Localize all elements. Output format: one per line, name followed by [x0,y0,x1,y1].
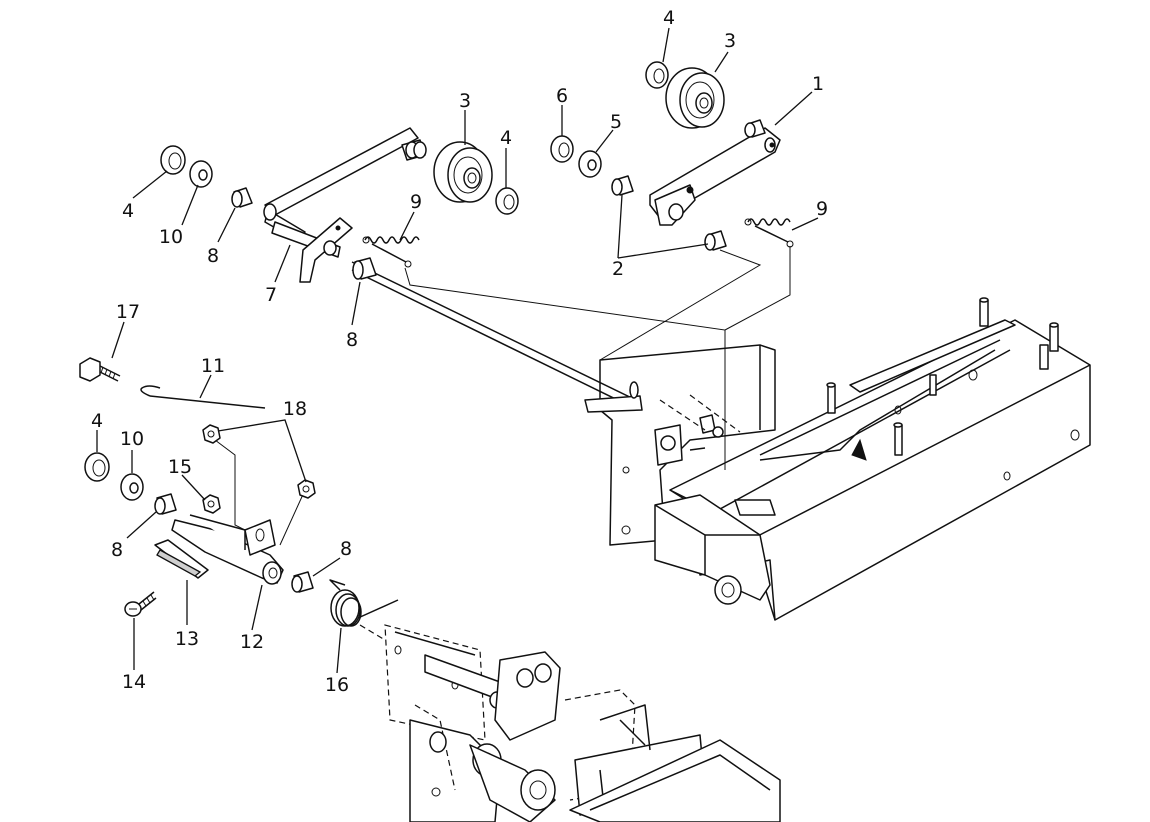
callout-part-8: 8 [346,329,358,351]
tension-springs [362,218,794,268]
callout-part-9: 9 [410,191,422,213]
nuts [202,424,316,514]
callout-part-12: 12 [240,631,264,653]
callout-part-16: 16 [325,674,349,696]
callout-part-3: 3 [459,90,471,112]
torsion-spring-16 [329,579,399,641]
callout-part-4: 4 [663,7,675,29]
lower-bracket-assembly [384,624,781,822]
bushings [154,175,727,593]
callout-part-18: 18 [283,398,307,420]
washers [120,150,602,501]
callout-part-6: 6 [556,85,568,107]
callout-part-4: 4 [500,127,512,149]
callout-part-8: 8 [207,245,219,267]
wire-11 [140,385,266,409]
leader-lines [96,27,819,674]
callout-part-10: 10 [120,428,144,450]
callout-part-14: 14 [122,671,146,693]
callout-part-1: 1 [812,73,824,95]
pulley-right [665,67,725,129]
control-rod [351,261,643,413]
callout-part-9: 9 [816,198,828,220]
screw-14 [124,591,157,617]
machine-frame [599,297,1091,621]
left-upper-arm [263,127,427,283]
retaining-rings [84,61,669,482]
callout-part-10: 10 [159,226,183,248]
callout-part-5: 5 [610,111,622,133]
lower-lever [154,514,284,585]
callout-part-17: 17 [116,301,140,323]
callout-part-8: 8 [340,538,352,560]
callout-part-15: 15 [168,456,192,478]
callout-part-8: 8 [111,539,123,561]
bolt-17 [79,357,121,382]
callout-part-3: 3 [724,30,736,52]
callout-labels: 1 2 3 3 4 4 4 4 5 6 7 8 8 8 8 9 9 10 10 … [91,7,828,696]
right-upper-arm [649,119,781,226]
callout-part-4: 4 [91,410,103,432]
pulley-left [433,141,493,203]
callout-part-11: 11 [201,355,225,377]
callout-part-2: 2 [612,258,624,280]
callout-part-4: 4 [122,200,134,222]
callout-part-7: 7 [265,284,277,306]
callout-part-13: 13 [175,628,199,650]
